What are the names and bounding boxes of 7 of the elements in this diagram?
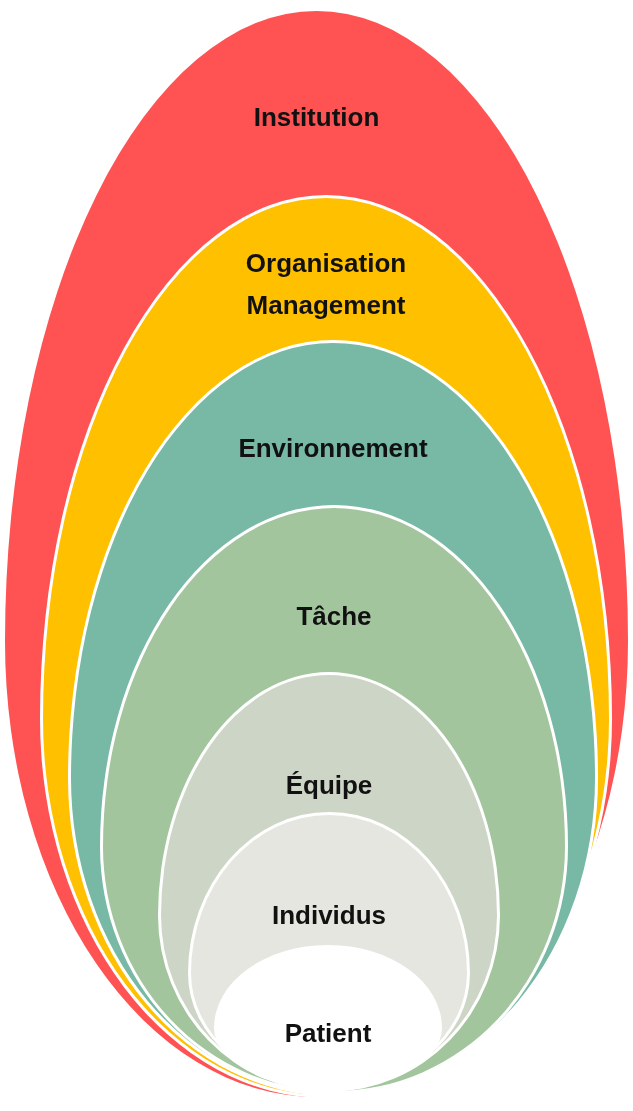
layer-label: Organisation Management [244, 247, 408, 322]
layer-label: Équipe [284, 769, 374, 802]
layer-label: Tâche [295, 600, 373, 633]
layer-label: Individus [270, 899, 388, 932]
layer-label: Institution [252, 101, 381, 134]
layer-label: Environnement [237, 432, 429, 465]
layer-label: Patient [283, 1017, 373, 1050]
